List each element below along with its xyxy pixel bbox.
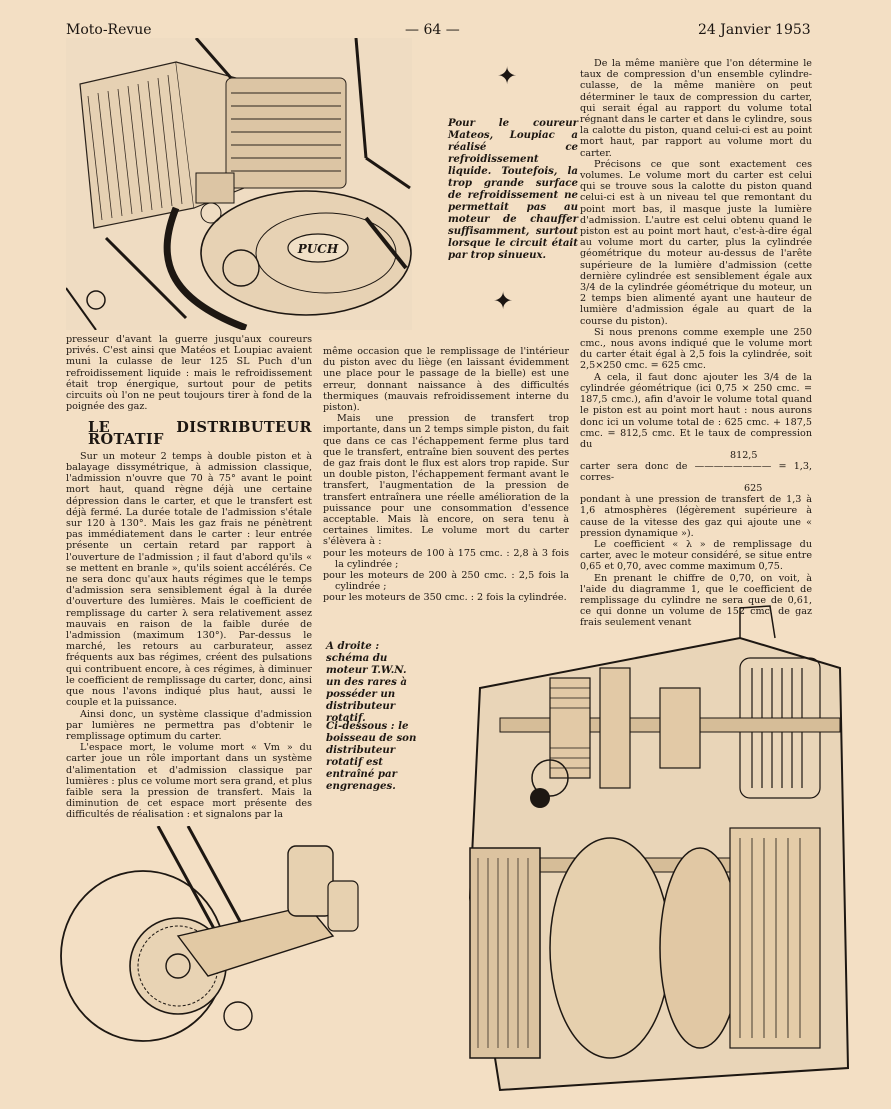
rotary-valve-drawing (60, 826, 359, 1042)
issue-date: 24 Janvier 1953 (698, 22, 811, 38)
left-intro-paragraph: presseur d'avant la guerre jusqu'aux cou… (66, 334, 312, 413)
middle-paragraph-2: Mais une pression de transfert trop impo… (323, 413, 570, 548)
section-heading: LE DISTRIBUTEUR ROTATIF (88, 419, 312, 448)
left-paragraph-3: L'espace mort, le volume mort « Vm » du … (66, 742, 312, 821)
right-paragraph-1: De la même manière que l'on détermine le… (580, 58, 812, 159)
left-paragraph-2: Ainsi donc, un système classique d'admis… (66, 708, 312, 742)
page-number: — 64 — (405, 22, 460, 38)
list-item: pour les moteurs de 200 à 250 cmc. : 2,5… (323, 570, 569, 593)
right-column: De la même manière que l'on détermine le… (580, 58, 812, 629)
middle-paragraph-1: même occasion que le remplissage de l'in… (323, 346, 569, 414)
right-paragraph-3: Si nous prenons comme exemple une 250 cm… (580, 326, 812, 372)
right-paragraph-6: Le coefficient « λ » de remplissage du c… (580, 538, 812, 573)
right-paragraph-2: Précisons ce que sont exactement ces vol… (580, 158, 812, 327)
star-ornament-bottom: ✦ (493, 287, 514, 315)
caption-rotary-valve: Ci-dessous : le boisseau de son distribu… (326, 720, 417, 792)
fraction-denominator: 625 (744, 483, 763, 495)
puch-engine-illustration: PUCH (66, 38, 412, 330)
fraction-line: carter sera donc de ———————— = 1,3, corr… (580, 461, 812, 484)
magazine-name: Moto-Revue (66, 22, 152, 38)
right-paragraph-4: A cela, il faut donc ajouter les 3/4 de … (580, 371, 812, 450)
left-column: presseur d'avant la guerre jusqu'aux cou… (66, 334, 312, 821)
right-paragraph-7: En prenant le chiffre de 0,70, on voit, … (580, 572, 812, 629)
list-item: pour les moteurs de 350 cmc. : 2 fois la… (323, 592, 567, 604)
right-paragraph-5: pondant à une pression de transfert de 1… (580, 494, 812, 539)
fraction-numerator: 812,5 (730, 450, 758, 462)
middle-column: même occasion que le remplissage de l'in… (323, 346, 569, 604)
list-item: pour les moteurs de 100 à 175 cmc. : 2,8… (323, 547, 569, 570)
caption-cooling: Pour le coureur Mateos, Loupiac a réalis… (448, 117, 578, 261)
compression-fraction: 812,5 carter sera donc de ———————— = 1,3… (580, 450, 812, 494)
caption-twn-schema: A droite : schéma du moteur T.W.N. un de… (326, 640, 407, 724)
puch-badge: PUCH (297, 242, 339, 256)
left-paragraph-1: Sur un moteur 2 temps à double piston et… (66, 450, 312, 709)
twn-engine-cutaway (468, 605, 850, 1092)
star-ornament-top: ✦ (497, 62, 518, 90)
